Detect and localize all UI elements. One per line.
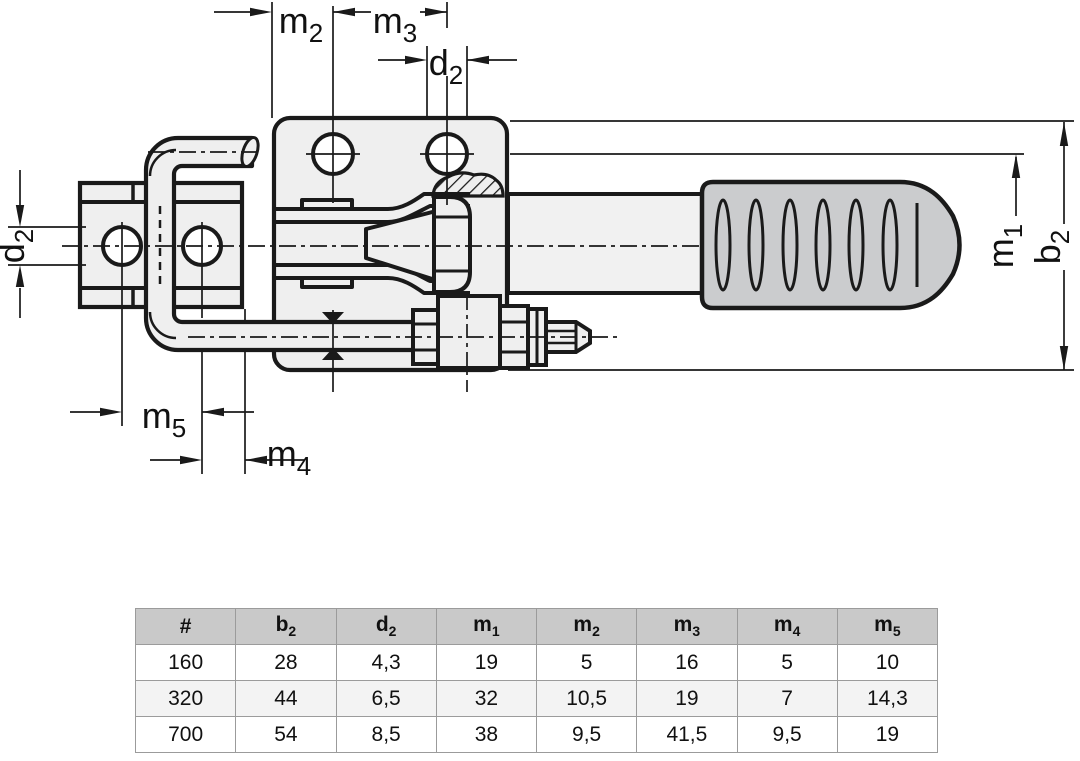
dimension-arrowheads [15,7,1069,465]
grip-grooves [714,198,919,292]
column-header: m5 [836,608,939,645]
latch-bar [506,192,706,295]
hex-nut-left-facets [413,322,438,352]
table-cell: 54 [235,716,337,753]
handle [699,179,962,311]
adjuster-block [436,294,502,370]
table-cell: 4,3 [335,644,437,681]
label-d2-side: d2 [0,229,39,264]
lower-rail [276,263,388,280]
label-m2: m2 [279,0,323,48]
table-cell: 10 [836,644,939,681]
table-cell: 5 [535,644,638,681]
column-header: b2 [235,608,337,645]
table-cell: 9,5 [535,716,638,753]
column-header: d2 [335,608,437,645]
label-m5: m5 [142,395,186,443]
table-cell: 19 [636,680,738,717]
hatch-pad [431,171,505,198]
wire-section-mark-bottom [322,348,344,360]
table-cell: 14,3 [836,680,939,717]
wire-section-mark-top [322,312,344,324]
clevis-cap [432,195,472,294]
clevis-lines [434,215,470,273]
upper-rail [276,207,388,224]
hook-wire [143,135,435,353]
table-cell: 19 [836,716,939,753]
table-cell: 320 [134,680,237,717]
table-cell: 19 [435,644,538,681]
table-cell: 38 [435,716,538,753]
table-cell: 5 [736,644,838,681]
label-m4: m4 [267,433,311,481]
column-header: m3 [636,608,738,645]
table-cell: 6,5 [335,680,437,717]
table-cell: 16 [636,644,738,681]
table-cell: 44 [235,680,337,717]
hex-nut-right-facets [500,320,528,354]
latch-clamp-technical-drawing: m2 m3 d2 d2 m1 b2 m5 m4 [0,0,1075,481]
label-b2: b2 [1027,230,1075,265]
dimension-labels: m2 m3 d2 d2 m1 b2 m5 m4 [0,0,1075,481]
label-d2-top: d2 [429,42,464,90]
wire-outline [143,135,435,353]
upper-tab [300,198,354,209]
column-header: m2 [535,608,638,645]
rod-thread-lines [546,329,576,345]
table-cell: 160 [134,644,237,681]
table-cell: 8,5 [335,716,437,753]
table-cell: 32 [435,680,538,717]
extension-lines-bottom [121,222,246,474]
extension-lines-right [508,120,1074,371]
table-cell: 28 [235,644,337,681]
d2-side-tangent-lines [8,226,86,266]
column-header: # [134,608,237,645]
label-m1: m1 [980,224,1028,268]
table-cell: 41,5 [636,716,738,753]
wire-bend-highlights [148,148,177,340]
adjuster-assembly [411,294,592,370]
centerlines [62,151,704,338]
table-cell: 10,5 [535,680,638,717]
column-header: m1 [435,608,538,645]
column-header: m4 [736,608,838,645]
bracket-flange-lines [80,200,242,290]
label-m3: m3 [373,0,417,48]
lower-tab [300,278,354,289]
table-cell: 7 [736,680,838,717]
table-cell: 9,5 [736,716,838,753]
table-cell: 700 [134,716,237,753]
